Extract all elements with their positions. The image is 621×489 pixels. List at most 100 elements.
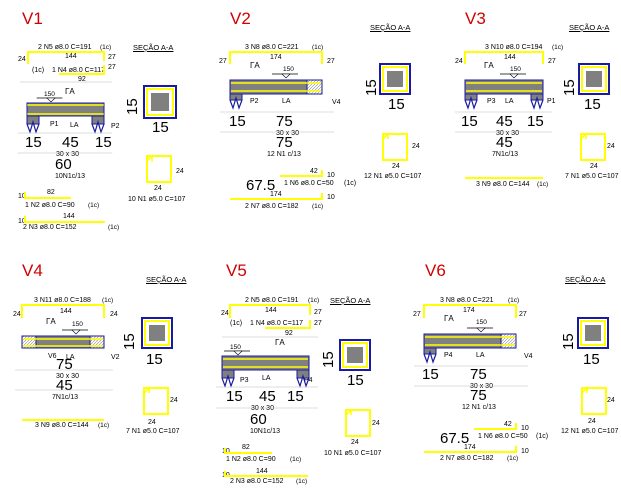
section-concrete: [387, 71, 403, 87]
span-dim: 75: [276, 134, 293, 151]
beam-title: V6: [425, 261, 446, 280]
sec-width: 15: [347, 372, 364, 389]
section-size: 30 x 30: [56, 373, 79, 380]
stirrup-height: 24: [412, 143, 420, 150]
dim-mid: 75: [276, 113, 293, 130]
support-left: P3: [240, 377, 249, 384]
beam-elevation: [464, 79, 544, 95]
top-mid: 92: [285, 330, 293, 337]
beam-hatch: [500, 333, 517, 349]
stirrup-spacing: 10N1c/13: [55, 173, 85, 180]
break-left: [464, 95, 478, 110]
beam-title: V1: [22, 9, 43, 28]
top-right-hook: 27: [548, 58, 556, 65]
stirrup-label: 10 N1 ø5.0 C=107: [324, 450, 382, 457]
v5-drawing: [216, 304, 371, 477]
break-left: [229, 95, 243, 110]
beam-elevation: [26, 102, 105, 117]
support-left: P3: [487, 98, 496, 105]
section-marker-bot: LA: [476, 352, 485, 359]
section-size: 30 x 30: [496, 130, 519, 137]
bot-bar-tag: (1c): [98, 422, 110, 429]
section-marker-bot: LA: [282, 98, 291, 105]
section-marker-bot: LA: [70, 122, 79, 129]
bot2-hook: 10: [18, 218, 26, 225]
section-marker-bot: LA: [262, 375, 271, 382]
bot-a-dim: 67.5: [440, 430, 470, 447]
support-left: P1: [50, 121, 59, 128]
section-concrete: [586, 71, 602, 87]
top-bar2-tag: (1c): [230, 320, 243, 327]
v6-drawing: [414, 304, 609, 453]
stirrup-spacing: 10N1c/13: [250, 428, 280, 435]
sec-width: 15: [388, 96, 405, 113]
section-size: 30 x 30: [470, 383, 493, 390]
break-right: [91, 119, 105, 134]
bot-b-hook: 10: [521, 448, 529, 455]
stirrup-hook: [580, 132, 587, 140]
rebar-bot-n3: [24, 216, 105, 223]
level-label: 150: [44, 91, 55, 98]
stirrup-hook: [345, 408, 352, 416]
section-concrete: [149, 325, 165, 341]
bot1-length: 82: [47, 189, 55, 196]
break-left: [221, 373, 235, 388]
span-dim: 60: [250, 411, 267, 428]
top-span: 174: [463, 307, 475, 314]
level-arrow: [476, 327, 486, 333]
bot2-length: 144: [63, 213, 75, 220]
section-stirrup: [580, 320, 606, 346]
rebar-bot-n7: [424, 446, 517, 453]
top-left-hook: 24: [13, 311, 21, 318]
section-marker-bot: LA: [66, 354, 75, 361]
support-left: P4: [444, 352, 453, 359]
stirrup-label: 10 N1 ø5.0 C=107: [128, 196, 186, 203]
top-span: 144: [60, 308, 72, 315]
dim-left: 15: [229, 113, 246, 130]
dim-right: 15: [287, 388, 304, 405]
top-left-hook: 27: [219, 58, 227, 65]
break-right: [530, 95, 544, 110]
top-right-hook: 24: [110, 311, 118, 318]
section-concrete: [347, 347, 363, 363]
bot-bar-tag: (1c): [537, 181, 549, 188]
dim-right: 15: [527, 113, 544, 130]
break-right: [296, 373, 310, 388]
bot-b-length: 174: [270, 191, 282, 198]
dim-mid: 75: [470, 366, 487, 383]
top-left-hook: 24: [221, 310, 229, 317]
rebar-top-n4: [265, 320, 311, 329]
dim-left: 15: [25, 134, 42, 151]
stirrup-detail: [581, 387, 607, 415]
span-dim: 45: [496, 134, 513, 151]
top-bar2-hook: 27: [108, 64, 116, 71]
support-left: V6: [48, 353, 57, 360]
beam-title: V3: [465, 9, 486, 28]
bot1-tag: (1c): [290, 456, 302, 463]
bot1-label: 1 N2 ø8.0 C=90: [25, 202, 75, 209]
top-left-hook: 24: [18, 56, 26, 63]
stirrup-width: 24: [590, 163, 598, 170]
stirrup-detail: [345, 409, 371, 437]
stirrup-label: 12 N1 ø5.0 C=107: [561, 428, 619, 435]
stirrup-detail: [580, 133, 606, 161]
section-size: 30 x 30: [251, 405, 274, 412]
support-right: V2: [111, 354, 120, 361]
top-bar2-hook: 27: [314, 320, 322, 327]
v3-drawing: [455, 51, 610, 179]
top-right-hook: 27: [108, 54, 116, 61]
rebar-bot-n2: [224, 448, 272, 454]
bot-a-label: 1 N6 ø8.0 C=50: [284, 180, 334, 187]
stirrup-spacing: 7N1c/13: [52, 394, 79, 401]
break-left: [423, 349, 437, 364]
rebar-bot-n2: [24, 192, 71, 199]
beam-title: V2: [230, 9, 251, 28]
stirrup-detail: [382, 133, 408, 161]
beam-name: V4: [332, 99, 341, 106]
stirrup-hook: [382, 132, 389, 140]
stirrup-spacing: 7N1c/13: [492, 151, 519, 158]
sec-width: 15: [146, 351, 163, 368]
section-marker-top: ΓA: [250, 61, 260, 70]
top-bar-label: 2 N5 ø8.0 C=191: [38, 44, 92, 51]
